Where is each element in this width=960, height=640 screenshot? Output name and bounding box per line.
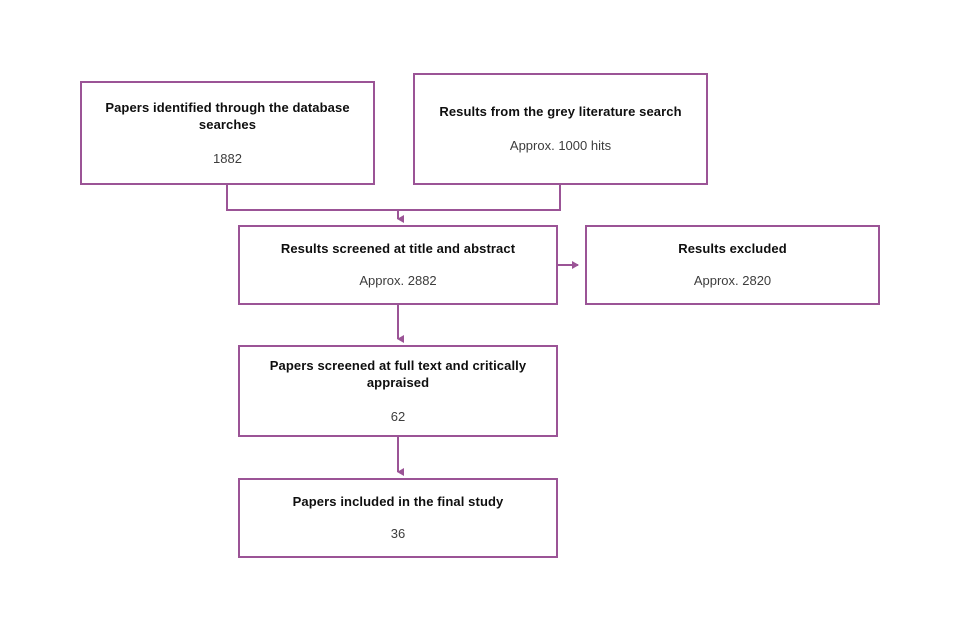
node-title: Results excluded xyxy=(678,241,787,257)
node-results-excluded[interactable]: Results excluded Approx. 2820 xyxy=(585,225,880,305)
node-value: Approx. 2882 xyxy=(359,273,437,288)
node-papers-included-final-study[interactable]: Papers included in the final study 36 xyxy=(238,478,558,558)
node-title: Results screened at title and abstract xyxy=(280,241,516,257)
node-title: Papers screened at full text and critica… xyxy=(269,357,527,391)
node-value: Approx. 1000 hits xyxy=(509,138,612,153)
node-title: Papers included in the final study xyxy=(292,494,504,510)
connector-grey-to-merge xyxy=(398,185,561,211)
node-value: 1882 xyxy=(213,150,242,166)
node-grey-literature-results[interactable]: Results from the grey literature search … xyxy=(413,73,708,185)
node-value: 62 xyxy=(390,408,406,424)
node-papers-screened-full-text[interactable]: Papers screened at full text and critica… xyxy=(238,345,558,437)
connector-identified-to-merge xyxy=(226,185,398,211)
node-papers-identified[interactable]: Papers identified through the database s… xyxy=(80,81,375,185)
node-value: 36 xyxy=(390,526,406,541)
node-value: Approx. 2820 xyxy=(693,273,772,288)
node-title: Papers identified through the database s… xyxy=(105,99,350,133)
node-results-screened-title-abstract[interactable]: Results screened at title and abstract A… xyxy=(238,225,558,305)
node-title: Results from the grey literature search xyxy=(439,104,682,120)
